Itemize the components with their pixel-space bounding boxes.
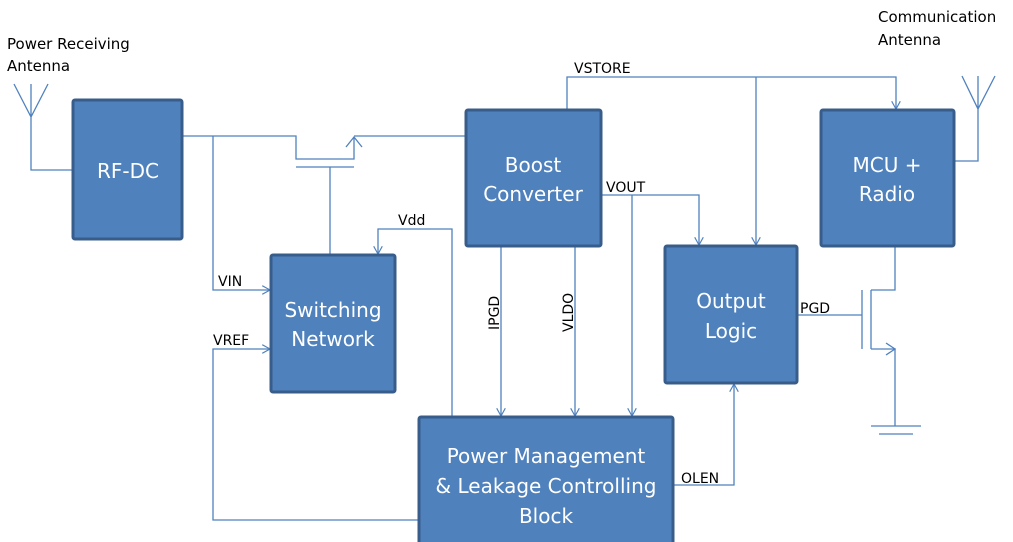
output-logic-label-line1: Output: [696, 289, 766, 313]
power-mgmt-label-line3: Block: [519, 504, 574, 528]
mcu-radio-block: MCU + Radio: [819, 108, 956, 248]
olen-label: OLEN: [681, 471, 719, 487]
vstore-wire: [566, 76, 896, 110]
vin-wire: [212, 136, 270, 290]
output-logic-label-line2: Logic: [705, 319, 757, 343]
power-mgmt-label-line2: & Leakage Controlling: [436, 474, 657, 498]
vout-wire: [601, 194, 699, 245]
pass-transistor-icon: [182, 135, 466, 255]
output-transistor-icon: [861, 246, 897, 426]
rf-dc-label: RF-DC: [97, 159, 159, 183]
ipgd-label: IPGD: [487, 296, 503, 330]
comm-antenna-label-line1: Communication: [878, 8, 996, 26]
pgd-label: PGD: [800, 301, 830, 317]
power-antenna-label-line1: Power Receiving: [7, 35, 130, 53]
vdd-label: Vdd: [398, 213, 425, 229]
vdd-wire: [378, 228, 453, 417]
switching-label-line1: Switching: [284, 298, 381, 322]
power-antenna-label-line2: Antenna: [7, 57, 70, 75]
vldo-label: VLDO: [561, 293, 577, 332]
boost-label-line2: Converter: [483, 182, 583, 206]
vref-wire: [212, 349, 419, 521]
boost-label-line1: Boost: [505, 153, 562, 177]
power-management-block: Power Management & Leakage Controlling B…: [417, 415, 675, 542]
vstore-label: VSTORE: [574, 61, 631, 77]
comm-antenna-label-line2: Antenna: [878, 31, 941, 49]
olen-wire: [673, 384, 734, 486]
vref-label: VREF: [213, 333, 249, 349]
switching-label-line2: Network: [291, 327, 375, 351]
boost-converter-block: Boost Converter: [464, 108, 603, 248]
switching-network-block: Switching Network: [269, 253, 397, 394]
vin-label: VIN: [218, 274, 242, 290]
power-antenna-icon: [13, 83, 73, 171]
power-mgmt-label-line1: Power Management: [447, 444, 646, 468]
ground-icon: [871, 425, 921, 435]
vout-label: VOUT: [606, 180, 646, 196]
comm-antenna-icon: [954, 75, 996, 162]
mcu-label-line1: MCU +: [853, 153, 922, 177]
rf-dc-block: RF-DC: [71, 98, 184, 241]
mcu-label-line2: Radio: [859, 182, 915, 206]
output-logic-block: Output Logic: [663, 244, 799, 385]
